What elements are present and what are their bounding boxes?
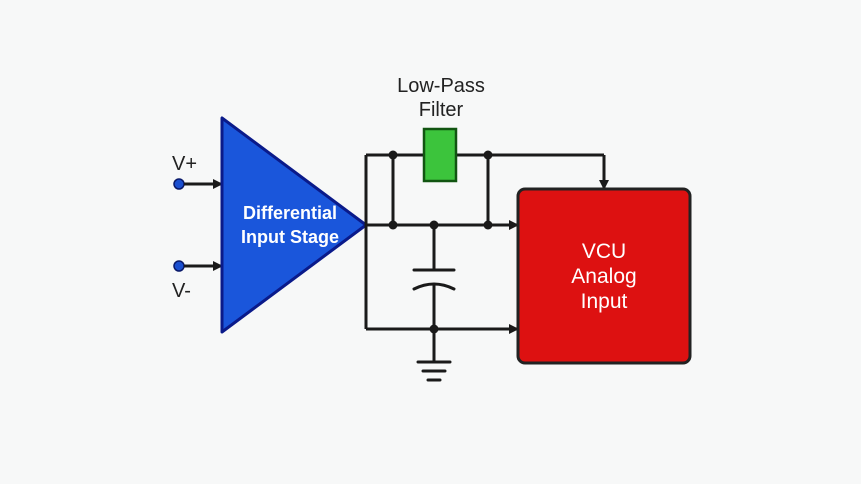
filter-label-line1: Low-Pass: [397, 75, 485, 97]
v-plus-terminal: [173, 178, 185, 190]
vcu-analog-input: VCU Analog Input: [516, 187, 692, 365]
amplifier-triangle: [220, 116, 368, 334]
vcu-label-line2: Analog: [571, 265, 636, 288]
filter-label-line2: Filter: [419, 99, 464, 121]
v-minus-terminal: [173, 260, 185, 272]
vcu-label-line1: VCU: [582, 240, 626, 263]
junctions: [388, 150, 493, 334]
wiring: [364, 153, 609, 362]
input-v-plus: V+: [172, 153, 223, 190]
junction-dot: [483, 220, 493, 230]
capacitor: [412, 268, 456, 291]
junction-dot: [388, 150, 398, 160]
low-pass-filter: Low-Pass Filter: [397, 75, 485, 183]
junction-dot: [429, 220, 439, 230]
v-minus-label: V-: [172, 280, 191, 302]
capacitor-plate-bottom: [412, 282, 456, 291]
differential-amplifier: Differential Input Stage: [220, 116, 368, 334]
junction-dot: [388, 220, 398, 230]
junction-dot: [483, 150, 493, 160]
input-v-minus: V-: [172, 260, 223, 302]
v-plus-label: V+: [172, 153, 197, 175]
filter-block: [422, 127, 458, 183]
junction-dot: [429, 324, 439, 334]
vcu-label-line3: Input: [581, 290, 628, 313]
amplifier-label-line2: Input Stage: [241, 227, 339, 247]
ground-icon: [416, 360, 452, 382]
amplifier-label-line1: Differential: [243, 203, 337, 223]
vcu-block: [516, 187, 692, 365]
